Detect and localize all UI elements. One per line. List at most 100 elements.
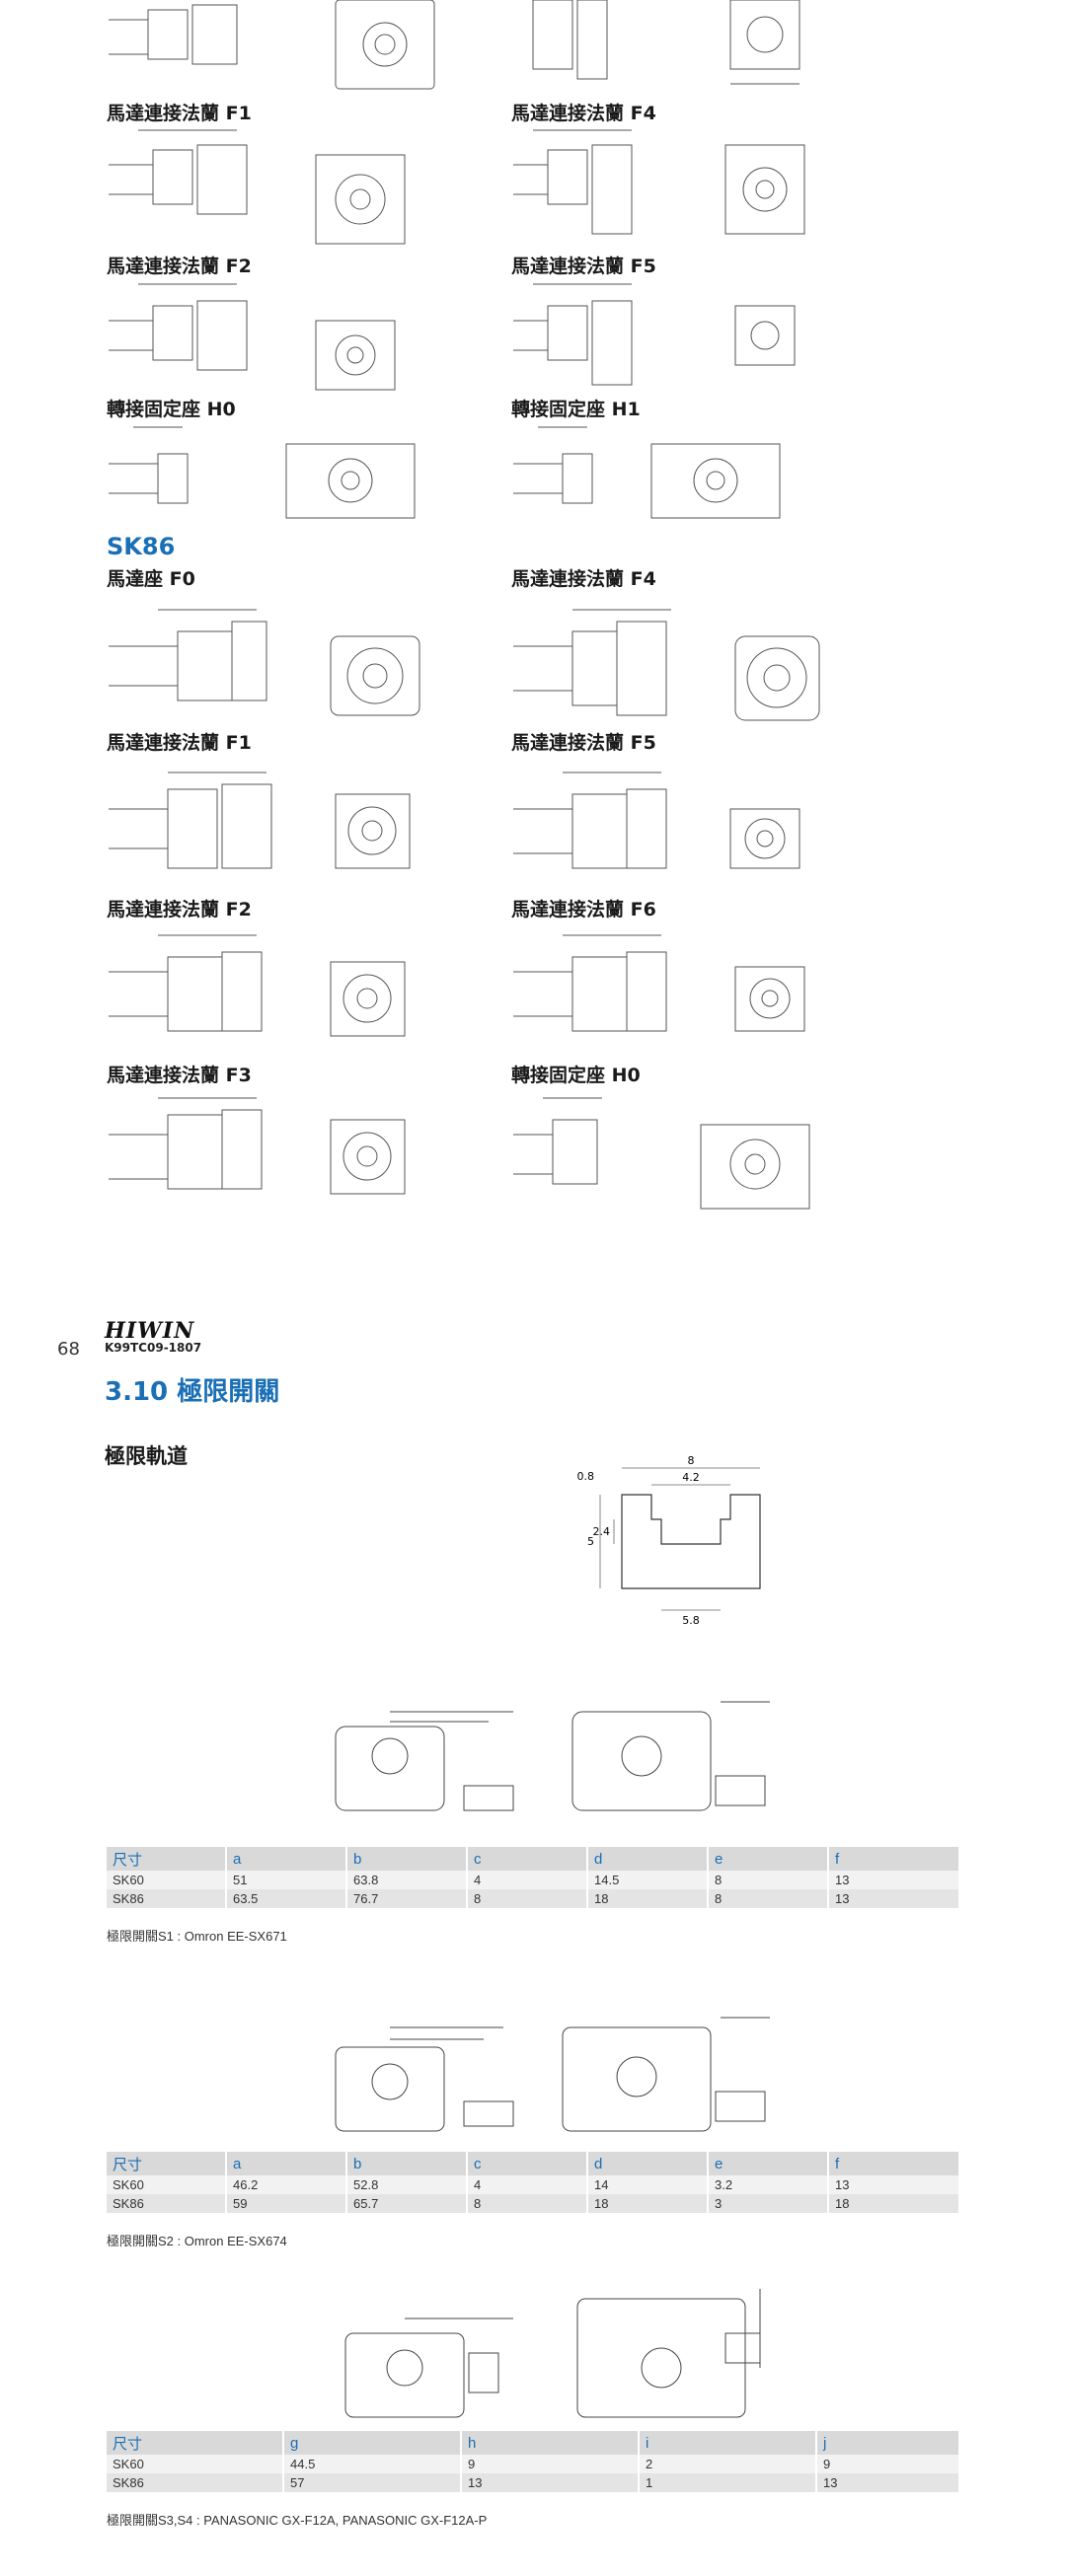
sk60-h0-drawing [109, 419, 494, 528]
section-heading: 馬達座 F0 [107, 568, 195, 590]
table-cell: 9 [461, 2455, 640, 2473]
section-heading: 馬達連接法蘭 F2 [107, 256, 252, 277]
spec-table: 尺寸 a b c d e f SK60 46.2 52.8 4 14 3.2 1… [107, 2152, 960, 2213]
section-heading: 馬達連接法蘭 F5 [511, 732, 656, 754]
limit-rail-drawing: 8 4.2 5 0.8 2.4 5.8 [543, 1450, 800, 1633]
section-heading: 馬達連接法蘭 F2 [107, 899, 252, 920]
table-cell: 63.5 [226, 1889, 347, 1908]
sk86-h0-drawing [513, 1090, 888, 1218]
table-cell: 57 [283, 2473, 462, 2492]
limit-switch-s1-drawing [326, 1687, 819, 1830]
table-cell: 65.7 [346, 2194, 468, 2213]
section-heading: 馬達連接法蘭 F5 [511, 256, 656, 277]
table-cell: SK60 [107, 2455, 284, 2473]
table-row: SK86 59 65.7 8 18 3 18 [107, 2194, 960, 2213]
table-caption: 極限開關S2 : Omron EE-SX674 [107, 2234, 287, 2248]
table-cell: SK86 [107, 1889, 227, 1908]
sk86-f2-drawing [109, 927, 484, 1056]
table-row: SK86 63.5 76.7 8 18 8 13 [107, 1889, 960, 1908]
table-row: SK86 57 13 1 13 [107, 2473, 960, 2492]
table-cell: 4 [467, 2175, 588, 2194]
section-heading: 轉接固定座 H0 [107, 399, 236, 420]
sk86-f6-drawing [513, 927, 888, 1056]
table-row: SK60 44.5 9 2 9 [107, 2455, 960, 2473]
table-cell: 4 [467, 1871, 588, 1889]
table-cell: 8 [467, 2194, 588, 2213]
sk86-f5-drawing [513, 765, 888, 893]
table-cell: 18 [587, 2194, 709, 2213]
table-header: f [828, 2152, 960, 2175]
sk86-f4-drawing [513, 602, 888, 735]
table-cell: 13 [828, 2175, 960, 2194]
rail-dim-slot: 4.2 [682, 1471, 700, 1484]
table-header: j [816, 2431, 960, 2455]
sk86-title: SK86 [107, 533, 176, 560]
table-cell: 2 [639, 2455, 817, 2473]
section-heading: 馬達連接法蘭 F1 [107, 103, 252, 124]
table-cell: SK86 [107, 2473, 284, 2492]
table-header: g [283, 2431, 462, 2455]
sk60-f5-drawing [513, 276, 839, 400]
table-cell: 3.2 [708, 2175, 829, 2194]
spec-table: 尺寸 g h i j SK60 44.5 9 2 9 SK86 57 13 1 … [107, 2431, 960, 2492]
section-heading: 轉接固定座 H1 [511, 399, 641, 420]
table-header: f [828, 1847, 960, 1871]
table-cell: 63.8 [346, 1871, 468, 1889]
page-number: 68 [57, 1339, 80, 1360]
table-cell: SK86 [107, 2194, 227, 2213]
document-code: K99TC09-1807 [105, 1341, 202, 1355]
table-cell: 52.8 [346, 2175, 468, 2194]
table-header: a [226, 2152, 347, 2175]
rail-dim-depth: 2.4 [593, 1525, 611, 1538]
table-header: e [708, 2152, 829, 2175]
table-header: d [587, 2152, 709, 2175]
sk60-drawing-row0 [109, 0, 543, 99]
table-header: c [467, 1847, 588, 1871]
table-cell: 76.7 [346, 1889, 468, 1908]
rail-dim-top: 8 [688, 1454, 695, 1467]
table-caption: 極限開關S3,S4 : PANASONIC GX-F12A, PANASONIC… [107, 2513, 488, 2528]
section-heading: 轉接固定座 H0 [511, 1065, 641, 1086]
table-row: SK60 46.2 52.8 4 14 3.2 13 [107, 2175, 960, 2194]
section-heading: 馬達連接法蘭 F4 [511, 103, 656, 124]
sk86-f3-drawing [109, 1090, 484, 1204]
spec-table: 尺寸 a b c d e f SK60 51 63.8 4 14.5 8 13 … [107, 1847, 960, 1908]
table-header: 尺寸 [107, 2431, 284, 2455]
rail-dim-lip: 0.8 [577, 1470, 595, 1483]
rail-heading: 極限軌道 [105, 1444, 188, 1468]
section-title: 3.10 極限開關 [105, 1377, 280, 1407]
limit-switch-s2-drawing [326, 1998, 819, 2146]
sk60-f2-drawing [109, 276, 434, 400]
table-header: d [587, 1847, 709, 1871]
section-heading: 馬達連接法蘭 F1 [107, 732, 252, 754]
rail-dim-height: 5 [587, 1535, 594, 1548]
table-row: SK60 51 63.8 4 14.5 8 13 [107, 1871, 960, 1889]
table-header: 尺寸 [107, 1847, 227, 1871]
table-cell: 46.2 [226, 2175, 347, 2194]
table-header: c [467, 2152, 588, 2175]
section-heading: 馬達連接法蘭 F6 [511, 899, 656, 920]
table-cell: 8 [467, 1889, 588, 1908]
sk60-f1-drawing [109, 120, 434, 254]
table-cell: 13 [461, 2473, 640, 2492]
brand-logo: HIWIN [105, 1318, 195, 1344]
limit-switch-s3-s4-drawing [336, 2279, 790, 2427]
table-header: e [708, 1847, 829, 1871]
table-cell: SK60 [107, 1871, 227, 1889]
table-cell: 13 [828, 1889, 960, 1908]
table-cell: 8 [708, 1871, 829, 1889]
table-cell: 9 [816, 2455, 960, 2473]
rail-dim-bottom: 5.8 [682, 1614, 700, 1627]
table-cell: 14.5 [587, 1871, 709, 1889]
table-header: 尺寸 [107, 2152, 227, 2175]
table-cell: 59 [226, 2194, 347, 2213]
table-cell: 13 [816, 2473, 960, 2492]
table-header: b [346, 2152, 468, 2175]
section-heading: 馬達連接法蘭 F4 [511, 568, 656, 590]
table-cell: 8 [708, 1889, 829, 1908]
sk60-drawing-row0-right [513, 0, 839, 99]
sk60-h1-drawing [513, 419, 898, 528]
table-header: h [461, 2431, 640, 2455]
table-header: i [639, 2431, 817, 2455]
table-cell: 51 [226, 1871, 347, 1889]
